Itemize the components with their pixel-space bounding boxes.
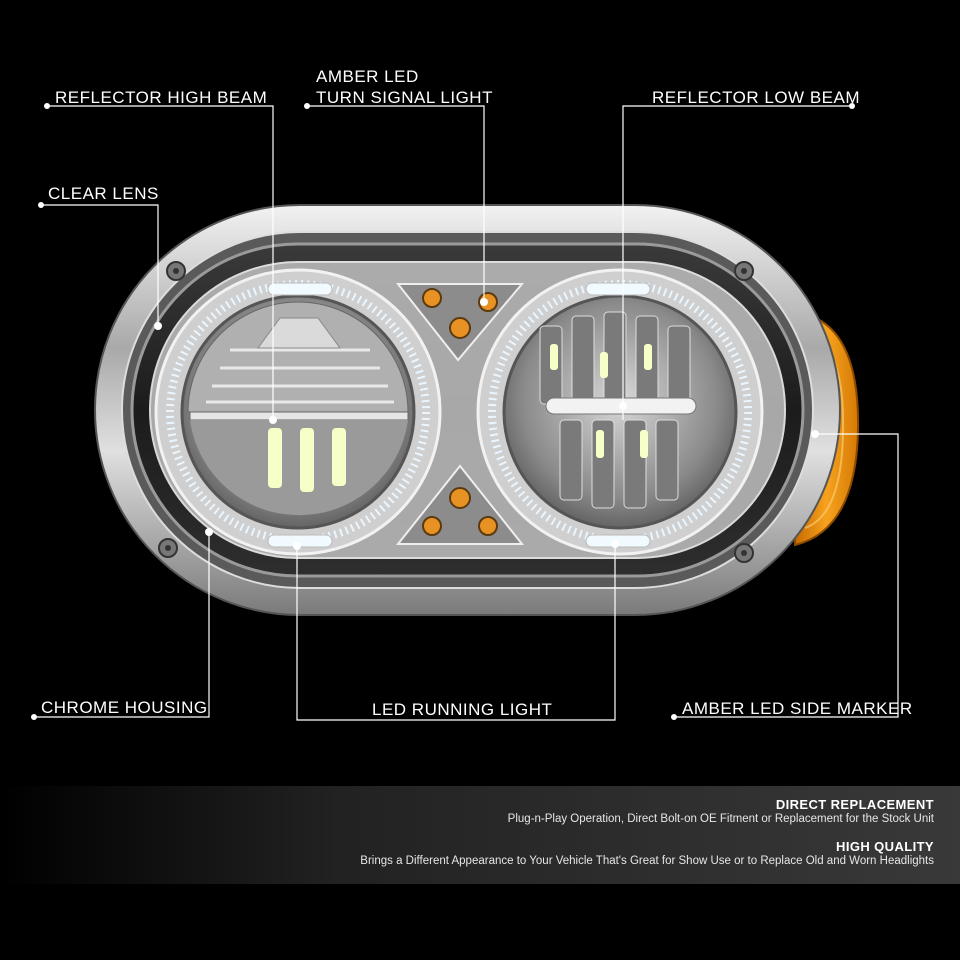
feature-title: DIRECT REPLACEMENT	[775, 797, 934, 812]
callout-lines	[34, 105, 899, 721]
label-amber-led-line2: TURN SIGNAL LIGHT	[316, 88, 493, 107]
mounting-screw	[166, 261, 186, 281]
led-halo-ring	[488, 280, 752, 544]
label-amber-led-side-marker: AMBER LED SIDE MARKER	[682, 699, 913, 718]
label-clear-lens: CLEAR LENS	[48, 184, 159, 203]
led-running-light	[267, 282, 651, 548]
label-chrome-housing: CHROME HOUSING	[41, 698, 208, 717]
label-amber-led-line1: AMBER LED	[316, 67, 419, 86]
high-beam-lamp	[154, 268, 442, 556]
feature-text: Plug-n-Play Operation, Direct Bolt-on OE…	[507, 813, 934, 825]
label-reflector-low-beam: REFLECTOR LOW BEAM	[652, 88, 860, 107]
label-reflector-high-beam: REFLECTOR HIGH BEAM	[55, 88, 268, 107]
mounting-screw	[734, 261, 754, 281]
led-halo-ring	[166, 280, 430, 544]
mounting-screw	[734, 543, 754, 563]
feature-title: HIGH QUALITY	[836, 839, 934, 854]
low-beam-lamp	[476, 268, 764, 556]
feature-panel: DIRECT REPLACEMENT Plug-n-Play Operation…	[0, 786, 960, 884]
feature-text: Brings a Different Appearance to Your Ve…	[360, 855, 934, 867]
mounting-screw	[158, 538, 178, 558]
label-led-running-light: LED RUNNING LIGHT	[372, 700, 553, 719]
callout-dots	[31, 103, 855, 720]
amber-turn-signal	[395, 283, 525, 545]
